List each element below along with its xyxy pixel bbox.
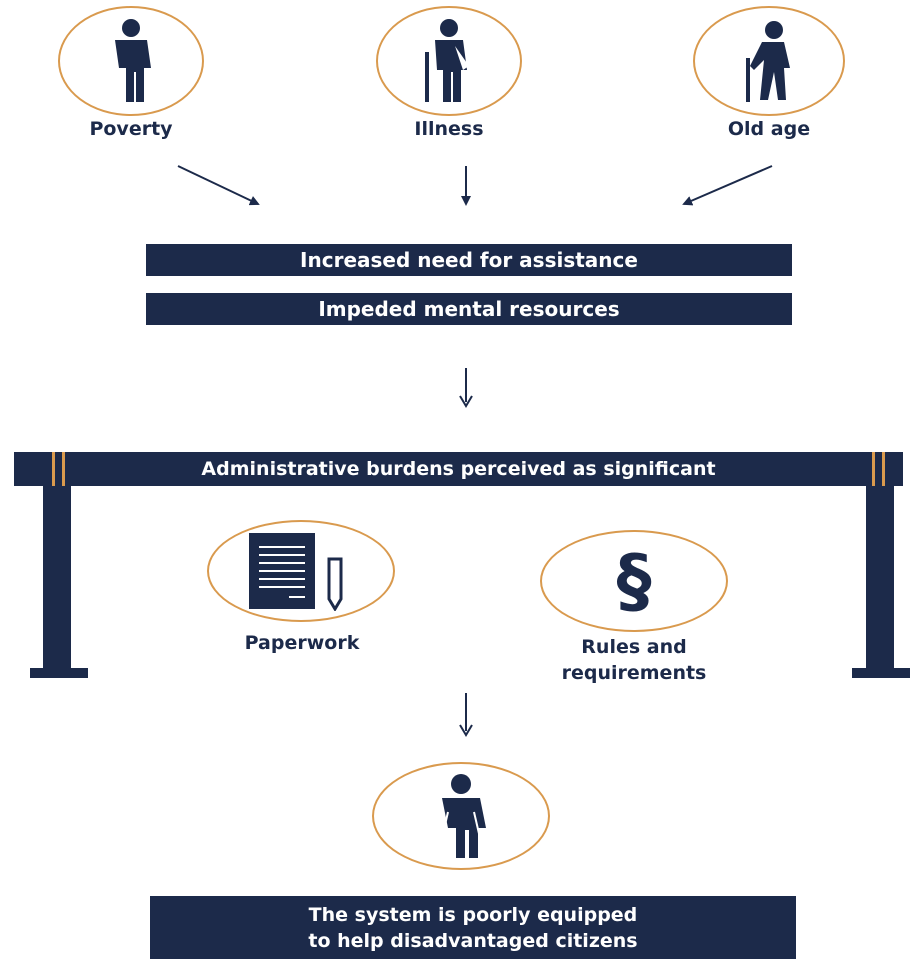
section-sign-icon: § xyxy=(616,540,652,622)
outcome-circle xyxy=(372,762,550,870)
standing-person-icon xyxy=(101,18,161,104)
elderly-person-icon xyxy=(734,18,804,104)
document-pen-icon xyxy=(241,531,361,611)
illness-circle xyxy=(376,6,522,116)
old-age-circle xyxy=(693,6,845,116)
injured-person-icon xyxy=(419,18,479,104)
rules-circle: § xyxy=(540,530,728,632)
barrier-mark-left xyxy=(52,452,55,486)
barrier-post-left xyxy=(43,486,71,674)
poverty-circle xyxy=(58,6,204,116)
paperwork-label: Paperwork xyxy=(244,632,360,654)
paperwork-circle xyxy=(207,520,395,622)
barrier-mark-left-2 xyxy=(62,452,65,486)
effect-bar-need: Increased need for assistance xyxy=(146,244,792,276)
barrier-mark-right-2 xyxy=(882,452,885,486)
arrow-to-barrier xyxy=(459,368,473,408)
sad-person-icon xyxy=(428,772,494,860)
cause-label-illness: Illness xyxy=(414,118,484,140)
barrier-mark-right xyxy=(872,452,875,486)
barrier-foot-right xyxy=(852,668,910,678)
barrier-foot-left xyxy=(30,668,88,678)
arrow-poverty xyxy=(177,165,260,206)
rules-label: Rules and requirements xyxy=(561,636,707,684)
cause-label-poverty: Poverty xyxy=(89,118,173,140)
cause-label-old-age: Old age xyxy=(727,118,811,140)
barrier-post-right xyxy=(866,486,894,674)
outcome-text: The system is poorly equipped to help di… xyxy=(150,896,796,959)
barrier-title: Administrative burdens perceived as sign… xyxy=(14,452,903,486)
arrow-old-age xyxy=(682,165,773,206)
arrow-to-outcome xyxy=(459,693,473,737)
cause-arrows xyxy=(177,165,773,206)
effect-bar-mental: Impeded mental resources xyxy=(146,293,792,325)
